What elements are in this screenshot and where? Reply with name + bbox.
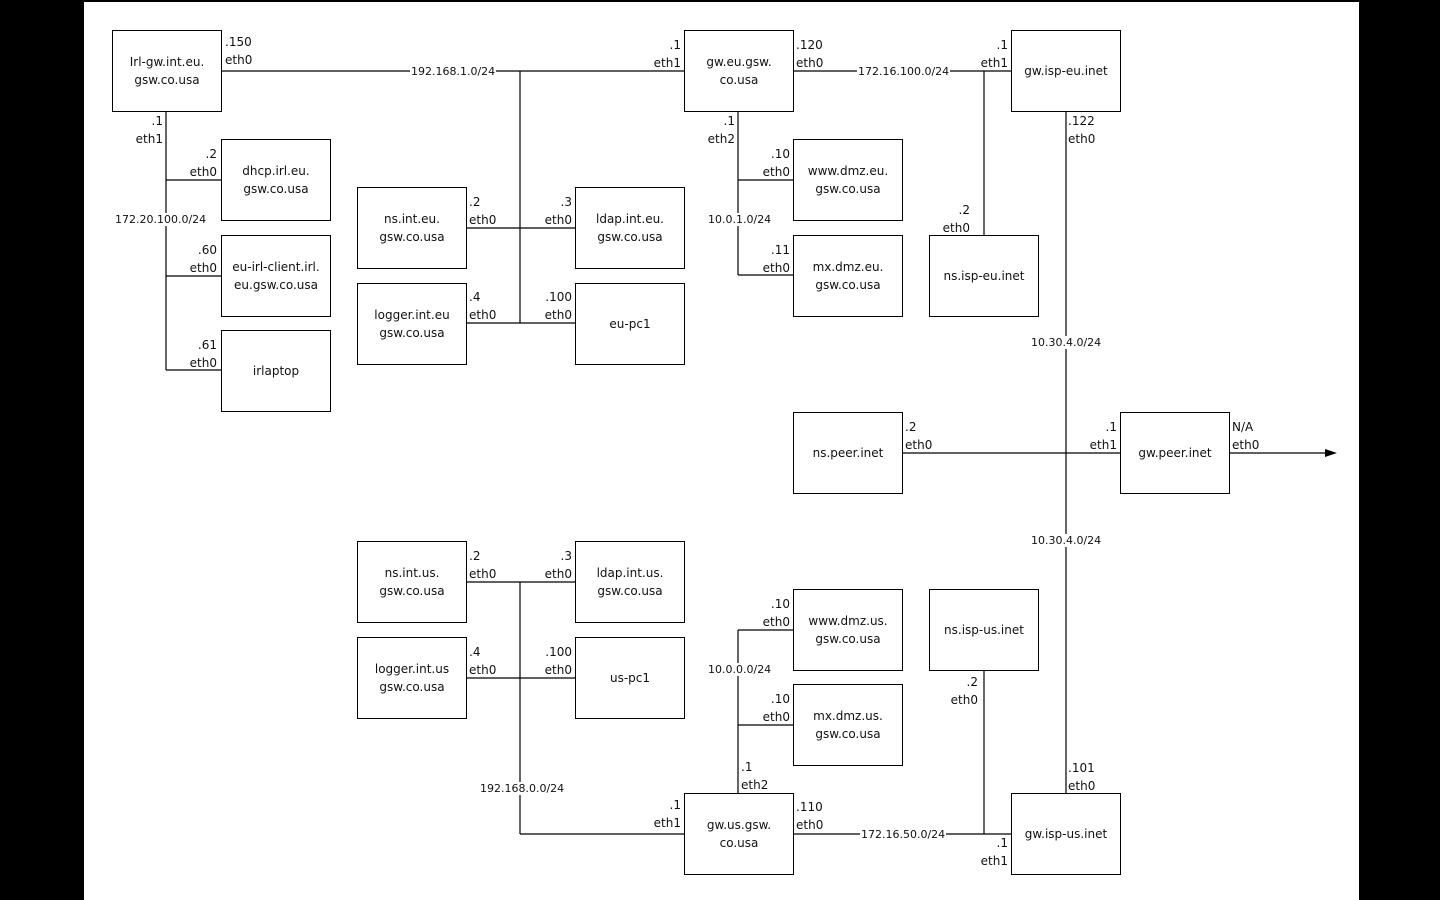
node-gw-isp-us[interactable]: gw.isp-us.inet [1011,793,1121,875]
interface-label: .1 eth1 [653,38,681,70]
interface-label: .2 eth0 [469,195,497,227]
node-logger-int-eu[interactable]: logger.int.eu gsw.co.usa [357,283,467,365]
interface-label: N/A eth0 [1232,420,1260,452]
interface-label: .2 eth0 [905,420,933,452]
interface-label: .2 eth0 [942,203,970,235]
interface-label: .120 eth0 [796,38,824,70]
interface-label: .1 eth1 [653,798,681,830]
interface-label: .1 eth1 [980,38,1008,70]
interface-label: .61 eth0 [189,338,217,370]
interface-label: .10 eth0 [762,692,790,724]
interface-label: .150 eth0 [225,35,253,67]
interface-label: .100 eth0 [544,645,572,677]
node-ns-int-us[interactable]: ns.int.us. gsw.co.usa [357,541,467,623]
node-us-pc1[interactable]: us-pc1 [575,637,685,719]
interface-label: .2 eth0 [189,147,217,179]
interface-label: .3 eth0 [544,195,572,227]
node-gw-peer[interactable]: gw.peer.inet [1120,412,1230,494]
interface-label: .110 eth0 [796,800,824,832]
interface-label: .4 eth0 [469,290,497,322]
node-irlaptop[interactable]: irlaptop [221,330,331,412]
network-label: 172.20.100.0/24 [114,213,208,226]
interface-label: .1 eth2 [707,114,735,146]
node-dhcp-irl[interactable]: dhcp.irl.eu. gsw.co.usa [221,139,331,221]
network-label: 10.30.4.0/24 [1030,534,1103,547]
node-ldap-int-eu[interactable]: ldap.int.eu. gsw.co.usa [575,187,685,269]
interface-label: .122 eth0 [1068,114,1096,146]
node-eu-pc1[interactable]: eu-pc1 [575,283,685,365]
node-gw-us[interactable]: gw.us.gsw. co.usa [684,793,794,875]
node-ns-peer[interactable]: ns.peer.inet [793,412,903,494]
interface-label: .1 eth2 [741,760,769,792]
interface-label: .4 eth0 [469,645,497,677]
node-ns-int-eu[interactable]: ns.int.eu. gsw.co.usa [357,187,467,269]
interface-label: .1 eth1 [980,836,1008,868]
interface-label: .3 eth0 [544,549,572,581]
node-gw-eu[interactable]: gw.eu.gsw. co.usa [684,30,794,112]
node-mx-dmz-eu[interactable]: mx.dmz.eu. gsw.co.usa [793,235,903,317]
network-label: 10.0.0.0/24 [707,663,773,676]
interface-label: .60 eth0 [189,243,217,275]
interface-label: .2 eth0 [469,549,497,581]
node-ns-isp-eu[interactable]: ns.isp-eu.inet [929,235,1039,317]
node-logger-int-us[interactable]: logger.int.us gsw.co.usa [357,637,467,719]
interface-label: .1 eth1 [135,114,163,146]
interface-label: .10 eth0 [762,597,790,629]
node-eu-irl-client[interactable]: eu-irl-client.irl. eu.gsw.co.usa [221,235,331,317]
network-label: 192.168.0.0/24 [479,782,566,795]
node-ns-isp-us[interactable]: ns.isp-us.inet [929,589,1039,671]
interface-label: .11 eth0 [762,243,790,275]
interface-label: .1 eth1 [1089,420,1117,452]
node-www-dmz-us[interactable]: www.dmz.us. gsw.co.usa [793,589,903,671]
interface-label: .10 eth0 [762,147,790,179]
interface-label: .101 eth0 [1068,761,1096,793]
node-mx-dmz-us[interactable]: mx.dmz.us. gsw.co.usa [793,684,903,766]
interface-label: .100 eth0 [544,290,572,322]
interface-label: .2 eth0 [950,675,978,707]
network-label: 172.16.100.0/24 [857,65,951,78]
network-label: 10.30.4.0/24 [1030,336,1103,349]
node-gw-isp-eu[interactable]: gw.isp-eu.inet [1011,30,1121,112]
node-ldap-int-us[interactable]: ldap.int.us. gsw.co.usa [575,541,685,623]
arrowhead-icon [1325,449,1337,457]
network-label: 172.16.50.0/24 [860,828,947,841]
network-label: 192.168.1.0/24 [410,65,497,78]
node-www-dmz-eu[interactable]: www.dmz.eu. gsw.co.usa [793,139,903,221]
node-irl-gw[interactable]: Irl-gw.int.eu. gsw.co.usa [112,30,222,112]
network-label: 10.0.1.0/24 [707,213,773,226]
diagram-canvas: Irl-gw.int.eu. gsw.co.usa dhcp.irl.eu. g… [84,2,1359,900]
